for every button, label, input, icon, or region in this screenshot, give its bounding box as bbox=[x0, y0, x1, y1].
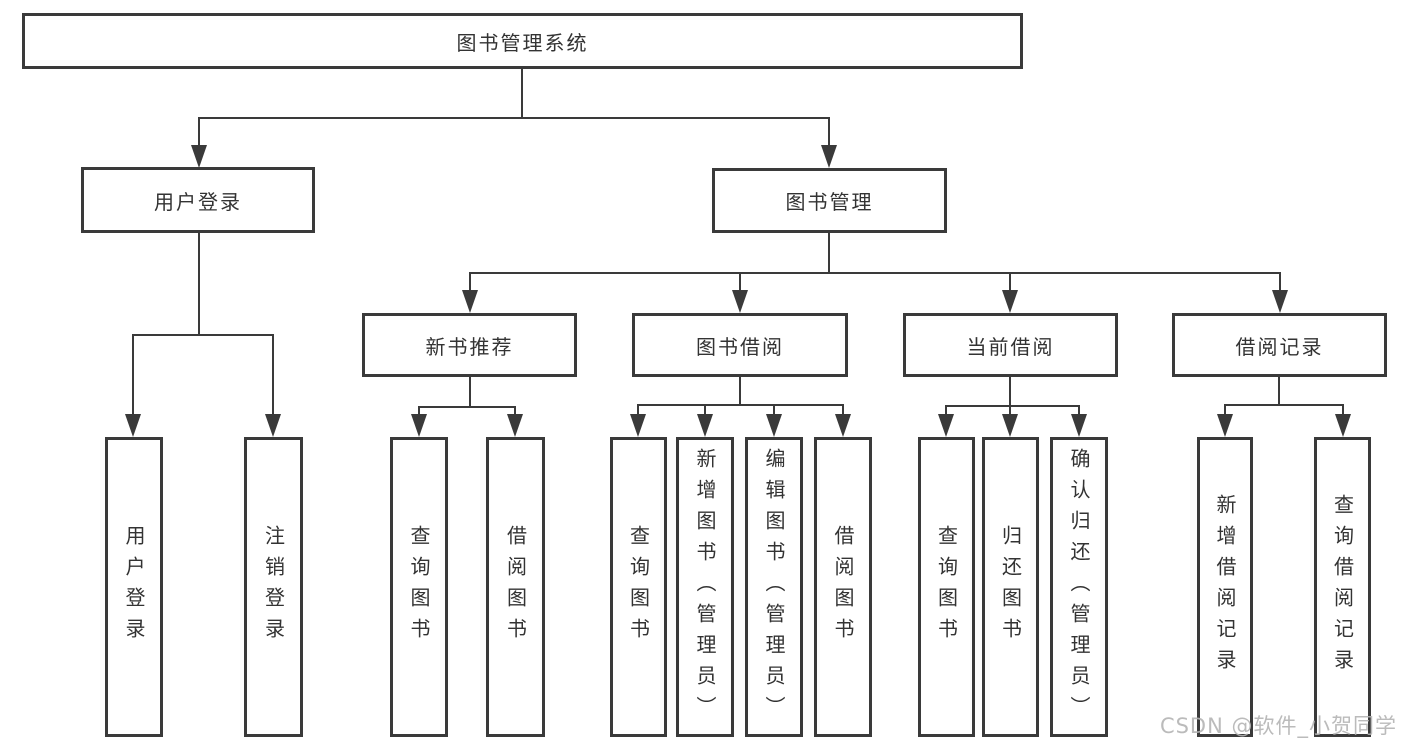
node-borrow-records: 借阅记录 bbox=[1172, 313, 1387, 377]
node-current-borrow: 当前借阅 bbox=[903, 313, 1118, 377]
arrowhead-query-record bbox=[1335, 414, 1351, 437]
csdn-watermark: CSDN @软件_小贺同学 bbox=[1159, 714, 1397, 738]
arrowhead-leaf-logout bbox=[265, 414, 281, 437]
connector-records-stem bbox=[1278, 377, 1280, 406]
arrowhead-return-books bbox=[1002, 414, 1018, 437]
leaf-recommend-borrow-books: 借阅图书 bbox=[486, 437, 545, 737]
arrowhead-recommend-query bbox=[411, 414, 427, 437]
connector-to-new-book-recommend bbox=[469, 272, 471, 290]
connector-to-leaf-logout bbox=[272, 334, 274, 414]
leaf-add-borrow-record-label: 新增借阅记录 bbox=[1213, 494, 1237, 680]
node-root-label: 图书管理系统 bbox=[456, 30, 589, 55]
connector-to-recommend-borrow bbox=[514, 406, 516, 416]
connector-to-add-record bbox=[1224, 404, 1226, 416]
connector-recommend-rail bbox=[418, 406, 516, 408]
leaf-edit-books-admin: 编辑图书（管理员） bbox=[745, 437, 803, 737]
connector-to-current-query bbox=[945, 405, 947, 416]
node-book-management: 图书管理 bbox=[712, 168, 947, 233]
leaf-user-login-label: 用户登录 bbox=[122, 525, 146, 649]
leaf-borrow-books-label: 借阅图书 bbox=[831, 525, 855, 649]
leaf-recommend-borrow-books-label: 借阅图书 bbox=[503, 525, 528, 649]
connector-root-stem bbox=[521, 69, 523, 118]
leaf-add-books-admin: 新增图书（管理员） bbox=[676, 437, 734, 737]
connector-current-stem bbox=[1009, 377, 1011, 407]
leaf-query-borrow-record: 查询借阅记录 bbox=[1314, 437, 1371, 737]
connector-borrow-rail bbox=[637, 404, 844, 406]
leaf-current-query-books: 查询图书 bbox=[918, 437, 975, 737]
arrowhead-borrow-records bbox=[1272, 290, 1288, 313]
leaf-return-books-label: 归还图书 bbox=[998, 525, 1023, 649]
connector-root-rail bbox=[198, 117, 830, 119]
arrowhead-leaf-user-login bbox=[125, 414, 141, 437]
connector-to-return-books bbox=[1009, 405, 1011, 416]
connector-book-management-rail bbox=[469, 272, 1281, 274]
arrowhead-book-borrow bbox=[732, 290, 748, 313]
node-new-book-recommend: 新书推荐 bbox=[362, 313, 577, 377]
connector-to-book-borrow bbox=[739, 272, 741, 290]
leaf-borrow-query-books: 查询图书 bbox=[610, 437, 667, 737]
leaf-logout-label: 注销登录 bbox=[261, 525, 286, 649]
leaf-current-query-books-label: 查询图书 bbox=[934, 525, 959, 649]
leaf-return-books: 归还图书 bbox=[982, 437, 1039, 737]
connector-to-borrow-records bbox=[1279, 272, 1281, 290]
connector-records-rail bbox=[1224, 404, 1344, 406]
arrowhead-confirm-return bbox=[1071, 414, 1087, 437]
connector-to-current-borrow bbox=[1009, 272, 1011, 290]
leaf-edit-books-admin-label: 编辑图书（管理员） bbox=[762, 447, 786, 727]
connector-current-rail bbox=[945, 405, 1080, 407]
arrowhead-user-login bbox=[191, 145, 207, 168]
arrowhead-borrow-books bbox=[835, 414, 851, 437]
leaf-logout: 注销登录 bbox=[244, 437, 303, 737]
connector-user-login-rail bbox=[132, 334, 274, 336]
connector-to-query-record bbox=[1342, 404, 1344, 416]
leaf-borrow-query-books-label: 查询图书 bbox=[626, 525, 651, 649]
node-user-login-label: 用户登录 bbox=[154, 189, 242, 214]
leaf-borrow-books: 借阅图书 bbox=[814, 437, 872, 737]
node-new-book-recommend-label: 新书推荐 bbox=[425, 334, 514, 359]
connector-recommend-stem bbox=[469, 377, 471, 408]
leaf-recommend-query-books: 查询图书 bbox=[390, 437, 448, 737]
arrowhead-current-query bbox=[938, 414, 954, 437]
connector-borrow-stem bbox=[739, 377, 741, 406]
node-book-borrow-label: 图书借阅 bbox=[696, 334, 784, 359]
connector-to-borrow-query bbox=[637, 404, 639, 416]
connector-to-edit-books bbox=[773, 404, 775, 416]
arrowhead-add-record bbox=[1217, 414, 1233, 437]
connector-to-leaf-user-login bbox=[132, 334, 134, 414]
arrowhead-new-book-recommend bbox=[462, 290, 478, 313]
arrowhead-add-books bbox=[697, 414, 713, 437]
arrowhead-recommend-borrow bbox=[507, 414, 523, 437]
node-borrow-records-label: 借阅记录 bbox=[1235, 334, 1324, 359]
leaf-add-borrow-record: 新增借阅记录 bbox=[1197, 437, 1253, 737]
leaf-query-borrow-record-label: 查询借阅记录 bbox=[1330, 494, 1355, 680]
connector-to-recommend-query bbox=[418, 406, 420, 416]
arrowhead-current-borrow bbox=[1002, 290, 1018, 313]
leaf-confirm-return-admin: 确认归还（管理员） bbox=[1050, 437, 1108, 737]
arrowhead-book-management bbox=[821, 145, 837, 168]
node-user-login: 用户登录 bbox=[81, 167, 315, 233]
node-book-borrow: 图书借阅 bbox=[632, 313, 848, 377]
leaf-confirm-return-admin-label: 确认归还（管理员） bbox=[1067, 447, 1091, 727]
node-current-borrow-label: 当前借阅 bbox=[966, 334, 1055, 359]
leaf-recommend-query-books-label: 查询图书 bbox=[407, 525, 431, 649]
node-root: 图书管理系统 bbox=[22, 13, 1023, 69]
arrowhead-borrow-query bbox=[630, 414, 646, 437]
leaf-add-books-admin-label: 新增图书（管理员） bbox=[693, 447, 717, 727]
arrowhead-edit-books bbox=[766, 414, 782, 437]
leaf-user-login: 用户登录 bbox=[105, 437, 163, 737]
connector-to-add-books bbox=[704, 404, 706, 416]
connector-root-to-book-management bbox=[828, 117, 830, 145]
connector-book-management-stem bbox=[828, 233, 830, 274]
connector-to-confirm-return bbox=[1078, 405, 1080, 416]
node-book-management-label: 图书管理 bbox=[785, 190, 874, 214]
connector-user-login-stem bbox=[198, 233, 200, 336]
connector-to-borrow-books bbox=[842, 404, 844, 416]
connector-root-to-user-login bbox=[198, 117, 200, 145]
